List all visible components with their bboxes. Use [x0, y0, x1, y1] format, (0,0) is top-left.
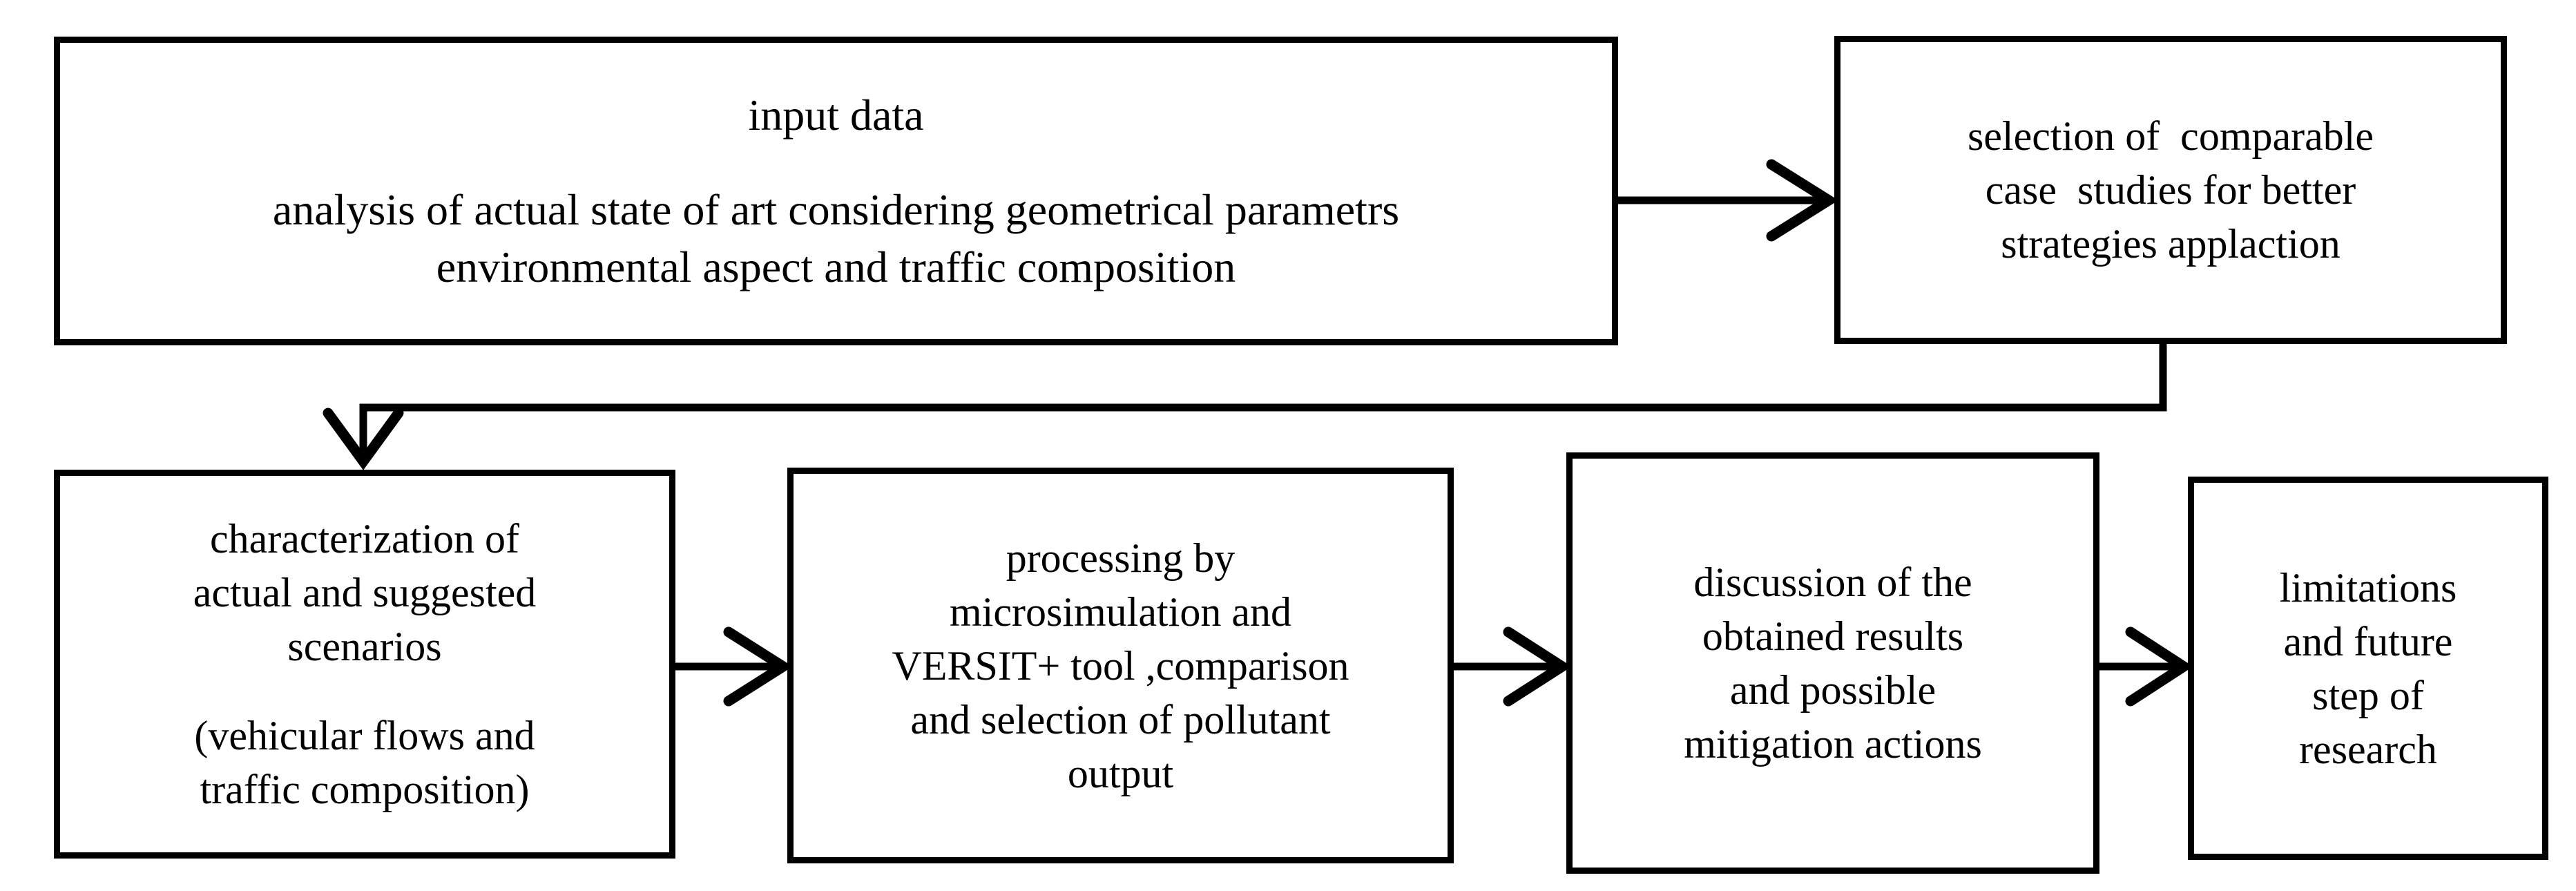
edge-input-to-selection-arrow — [1618, 159, 1839, 242]
node-processing-line-2: microsimulation and — [950, 588, 1291, 635]
node-discussion-line-1: discussion of the — [1693, 559, 1972, 605]
node-case-selection: selection of comparable case studies for… — [1834, 36, 2507, 344]
node-characterization-line-4: (vehicular flows and — [194, 713, 535, 758]
node-case-selection-line-1: selection of comparable — [1967, 113, 2374, 159]
node-input-data-heading: input data — [748, 90, 924, 140]
edge-processing-to-discussion-arrow — [1454, 626, 1572, 707]
edge-characterization-to-processing-arrow — [675, 626, 794, 707]
node-characterization-line-1: characterization of — [209, 516, 520, 562]
node-input-data-body-line-2: environmental aspect and traffic composi… — [436, 242, 1236, 292]
node-processing-line-4: and selection of pollutant — [910, 696, 1331, 742]
node-limitations: limitations and future step of research — [2188, 477, 2548, 860]
node-characterization-line-3: scenarios — [287, 624, 442, 669]
node-characterization: characterization of actual and suggested… — [54, 470, 675, 859]
node-discussion-line-3: and possible — [1729, 667, 1936, 713]
node-input-data-body-line-1: analysis of actual state of art consider… — [272, 185, 1400, 235]
node-limitations-line-2: and future — [2283, 618, 2453, 664]
node-processing: processing by microsimulation and VERSIT… — [787, 468, 1454, 863]
node-discussion-line-2: obtained results — [1702, 613, 1964, 659]
node-processing-line-3: VERSIT+ tool ,comparison — [892, 642, 1349, 689]
node-limitations-line-3: step of — [2312, 672, 2424, 718]
node-input-data: input data analysis of actual state of a… — [54, 37, 1618, 345]
node-discussion: discussion of the obtained results and p… — [1566, 452, 2099, 874]
node-case-selection-line-3: strategies applaction — [2001, 221, 2340, 267]
node-limitations-line-4: research — [2299, 726, 2437, 772]
node-case-selection-line-2: case studies for better — [1985, 167, 2356, 213]
edge-selection-to-characterization-arrow — [323, 344, 2167, 470]
node-limitations-line-1: limitations — [2279, 564, 2457, 611]
node-processing-line-5: output — [1067, 750, 1174, 796]
edge-discussion-to-limitations-arrow — [2099, 626, 2193, 707]
node-processing-line-1: processing by — [1006, 535, 1236, 581]
node-discussion-line-4: mitigation actions — [1684, 721, 1982, 767]
node-characterization-line-2: actual and suggested — [193, 570, 537, 615]
node-characterization-line-5: traffic composition) — [200, 767, 530, 812]
